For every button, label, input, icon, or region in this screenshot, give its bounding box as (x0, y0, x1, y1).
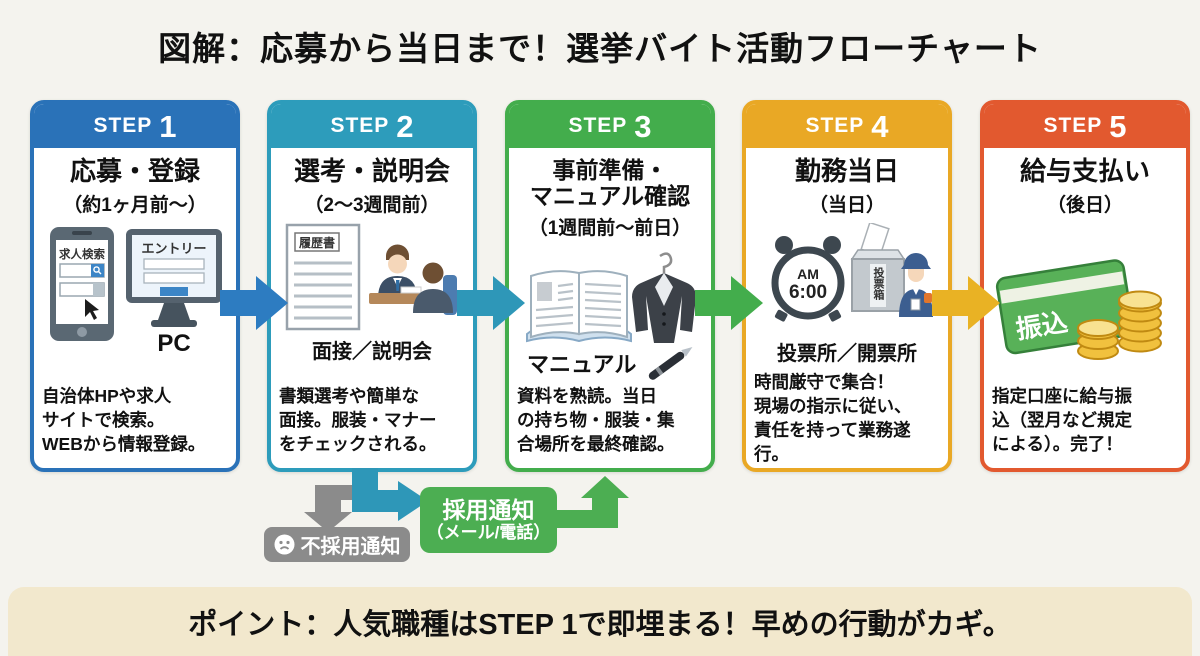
step-3-illustration: マニュアル (509, 246, 711, 380)
coins-icon (1077, 290, 1162, 360)
step-1-illustration: 求人検索 エントリー (34, 223, 236, 355)
point-footer-bar: ポイント：人気職種はSTEP 1で即埋まる！早めの行動がカギ。 (8, 587, 1192, 656)
interview-icon (369, 244, 457, 315)
svg-text:AM: AM (797, 266, 819, 282)
step-2-caption: 面接／説明会 (312, 340, 432, 363)
step-5-body: 指定口座に給与振 込（翌月など規定 による）。完了！ (992, 385, 1132, 454)
step-card-2: STEP 2 選考・説明会 （2〜3週間前） 履歴書 (267, 100, 477, 472)
step-2-illustration: 履歴書 (271, 223, 473, 333)
step-number: 3 (634, 108, 652, 144)
step-2-header: STEP 2 (271, 104, 473, 148)
step-3-period: （1週間前〜前日） (528, 217, 692, 239)
step-4-heading: 勤務当日 (794, 156, 899, 186)
step-label: STEP (1043, 114, 1103, 137)
step-5-header: STEP 5 (984, 104, 1186, 148)
reject-notice-label: 不採用通知 (300, 536, 401, 558)
step-4-caption: 投票所／開票所 (777, 342, 917, 365)
step-4-illustration: AM 6:00 投票箱 (746, 222, 948, 335)
resume-icon: 履歴書 (285, 223, 361, 331)
step-card-5: STEP 5 給与支払い （後日） 振込 (980, 100, 1190, 472)
step-card-1: STEP 1 応募・登録 （約1ヶ月前〜） 求人検索 (30, 100, 240, 472)
salary-transfer-icon: 振込 (995, 259, 1162, 360)
step-4-body: 時間厳守で集合！ 現場の指示に従い、 責任を持って業務遂行。 (754, 371, 912, 465)
step-1-header: STEP 1 (34, 104, 236, 148)
step-4-period: （当日） (808, 194, 885, 216)
step-card-3: STEP 3 事前準備・ マニュアル確認 （1週間前〜前日） (505, 100, 715, 472)
step-3-heading: 事前準備・ マニュアル確認 (529, 157, 691, 210)
svg-text:PC: PC (157, 330, 190, 355)
point-footer-text: ポイント：人気職種はSTEP 1で即埋まる！早めの行動がカギ。 (188, 608, 1012, 641)
alarm-clock-icon: AM 6:00 (771, 235, 845, 322)
step-label: STEP (93, 114, 153, 137)
step-3-header: STEP 3 (509, 104, 711, 148)
manual-caption: マニュアル (527, 352, 636, 377)
svg-text:求人検索: 求人検索 (59, 247, 105, 261)
step-label: STEP (805, 114, 865, 137)
step-number: 2 (396, 108, 414, 144)
step-2-body: 書類選考や簡単な 面接。服装・マナー をチェックされる。 (279, 385, 437, 454)
step-5-heading: 給与支払い (1019, 156, 1150, 186)
step-1-period: （約1ヶ月前〜） (63, 194, 207, 216)
pc-monitor-icon: エントリー PC (126, 228, 222, 355)
step-1-body: 自治体HPや求人 サイトで検索。 WEBから情報登録。 (42, 385, 206, 454)
step-2-heading: 選考・説明会 (293, 156, 450, 186)
step-card-4: STEP 4 勤務当日 （当日） AM 6:00 (742, 100, 952, 472)
page-title: 図解：応募から当日まで！選挙バイト活動フローチャート (158, 30, 1042, 67)
pen-icon (648, 346, 693, 380)
reject-notice-badge: 不採用通知 (264, 527, 410, 562)
step-2-period: （2〜3週間前） (304, 194, 440, 216)
poll-worker-icon (899, 252, 933, 317)
ballot-box-icon: 投票箱 (850, 222, 906, 312)
reject-branch-arrow (304, 485, 372, 532)
smartphone-icon: 求人検索 (50, 226, 114, 341)
accept-notice-subtitle: （メール/電話） (426, 523, 551, 543)
accept-notice-title: 採用通知 (442, 497, 535, 523)
accept-to-step3-arrow (552, 476, 629, 528)
sad-face-icon (274, 534, 294, 555)
step-5-illustration: 振込 (984, 243, 1186, 367)
step-label: STEP (330, 114, 390, 137)
step-3-body: 資料を熟読。当日 の持ち物・服装・集 合場所を最終確認。 (517, 385, 675, 455)
accept-notice-box: 採用通知 （メール/電話） (420, 487, 557, 553)
svg-text:投票箱: 投票箱 (872, 266, 885, 301)
step-4-header: STEP 4 (746, 104, 948, 148)
step-1-heading: 応募・登録 (69, 156, 200, 186)
svg-text:エントリー: エントリー (141, 241, 206, 256)
cursor-icon (85, 298, 99, 320)
svg-text:履歴書: 履歴書 (298, 235, 335, 250)
job-search-devices-icon: 求人検索 エントリー (50, 226, 222, 355)
election-day-icon: AM 6:00 投票箱 (771, 222, 933, 322)
open-book-icon (526, 269, 632, 343)
step-label: STEP (568, 114, 628, 137)
interview-scene-icon: 履歴書 (285, 223, 457, 331)
svg-text:6:00: 6:00 (789, 282, 827, 303)
accept-branch-arrow (352, 468, 428, 521)
step-number: 4 (871, 108, 889, 144)
step-5-period: （後日） (1046, 194, 1123, 216)
suit-icon (632, 252, 696, 343)
step-number: 1 (159, 108, 177, 144)
step-number: 5 (1109, 108, 1127, 144)
manual-and-suit-icon: マニュアル (526, 252, 696, 380)
